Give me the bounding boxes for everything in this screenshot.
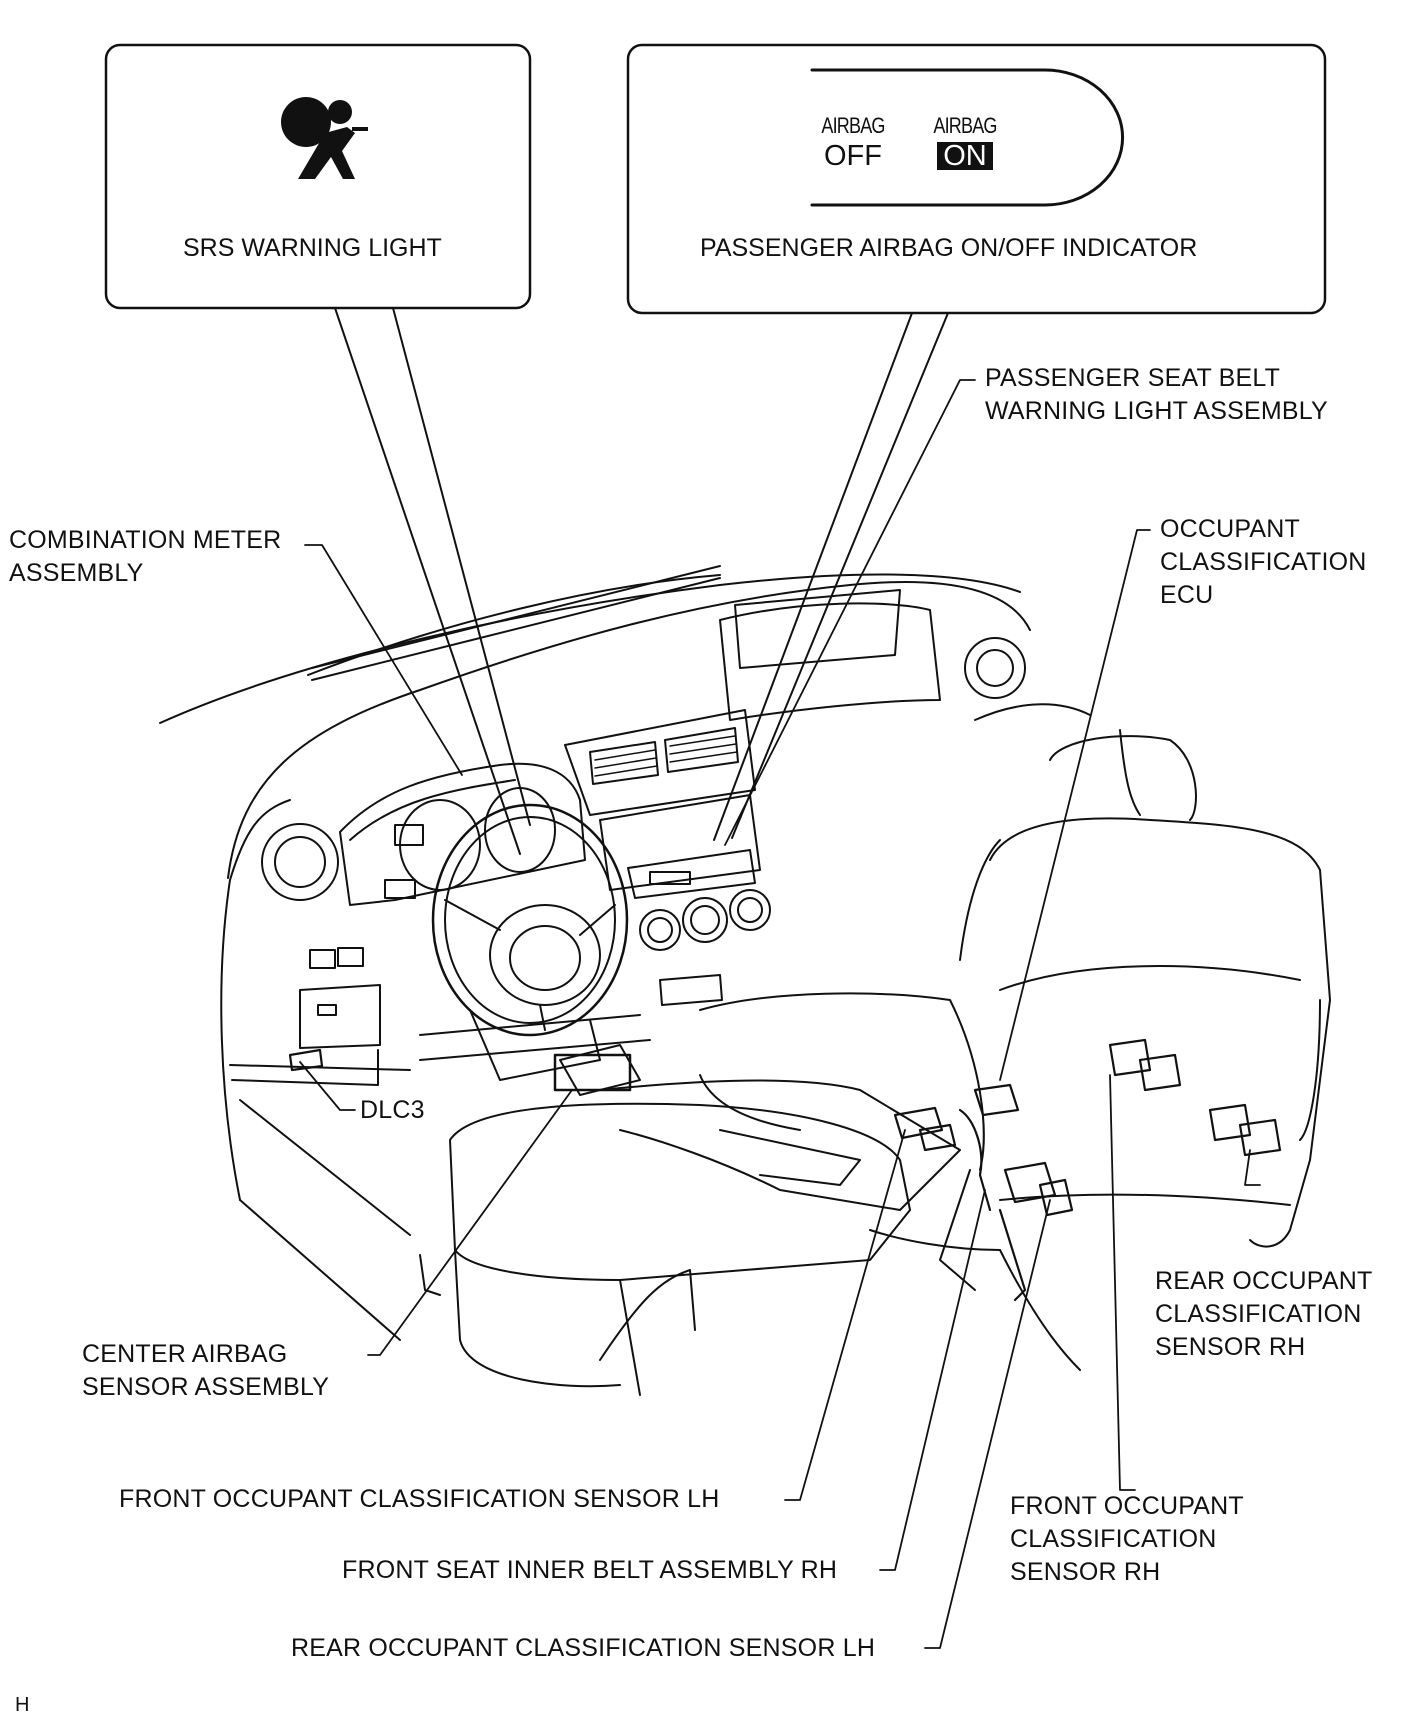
label-line: CENTER AIRBAG — [82, 1340, 288, 1368]
leader-lines — [299, 379, 1261, 1649]
srs-warning-light-title: SRS WARNING LIGHT — [183, 234, 442, 262]
label-line: CLASSIFICATION — [1010, 1525, 1217, 1553]
passenger-indicator-title: PASSENGER AIRBAG ON/OFF INDICATOR — [700, 234, 1198, 262]
dashboard-outline — [159, 565, 1091, 1341]
label-front-occupant-sensor-lh: FRONT OCCUPANT CLASSIFICATION SENSOR LH — [119, 1485, 720, 1513]
airbag-off-top: AIRBAG — [821, 113, 885, 138]
airbag-off-indicator: AIRBAG OFF — [808, 112, 898, 171]
srs-leader-left — [334, 307, 521, 855]
srs-callout-box — [104, 43, 532, 310]
label-line: PASSENGER SEAT BELT — [985, 364, 1281, 392]
srs-leader-right — [392, 307, 531, 826]
indicator-bezel — [810, 68, 1125, 207]
label-line: REAR OCCUPANT — [1155, 1267, 1373, 1295]
label-front-occupant-sensor-rh: FRONT OCCUPANT CLASSIFICATION SENSOR RH — [1010, 1490, 1244, 1589]
label-dlc3: DLC3 — [360, 1096, 425, 1124]
combination-meter-drawing — [339, 762, 586, 906]
label-line: SENSOR RH — [1010, 1558, 1161, 1586]
airbag-on-top: AIRBAG — [933, 113, 997, 138]
label-rear-occupant-sensor-lh: REAR OCCUPANT CLASSIFICATION SENSOR LH — [291, 1634, 876, 1662]
label-front-seat-inner-belt-rh: FRONT SEAT INNER BELT ASSEMBLY RH — [342, 1556, 838, 1584]
label-combination-meter: COMBINATION METER ASSEMBLY — [9, 524, 281, 590]
sensor-blocks — [288, 1038, 1282, 1302]
airbag-warning-icon — [281, 97, 368, 179]
airbag-on-bottom: ON — [937, 142, 993, 171]
label-center-airbag-sensor: CENTER AIRBAG SENSOR ASSEMBLY — [82, 1338, 329, 1404]
airbag-off-bottom: OFF — [824, 140, 882, 172]
label-line: CLASSIFICATION — [1155, 1300, 1362, 1328]
label-line: WARNING LIGHT ASSEMBLY — [985, 397, 1328, 425]
label-line: FRONT OCCUPANT — [1010, 1492, 1244, 1520]
label-line: COMBINATION METER — [9, 526, 282, 554]
label-line: ASSEMBLY — [9, 559, 144, 587]
label-line: SENSOR RH — [1155, 1333, 1306, 1361]
label-line: OCCUPANT — [1160, 515, 1301, 543]
label-line: ECU — [1160, 581, 1214, 609]
label-rear-occupant-sensor-rh: REAR OCCUPANT CLASSIFICATION SENSOR RH — [1155, 1265, 1372, 1364]
steering-wheel-drawing — [431, 803, 629, 1081]
front-seat-lh-drawing — [419, 992, 985, 1396]
figure-corner-mark: H — [15, 1694, 30, 1716]
passenger-indicator-callout-box — [626, 43, 1327, 315]
label-passenger-seat-belt-warning-light: PASSENGER SEAT BELT WARNING LIGHT ASSEMB… — [985, 362, 1328, 428]
center-console-drawing — [553, 1044, 961, 1211]
label-line: CLASSIFICATION — [1160, 548, 1367, 576]
label-occupant-classification-ecu: OCCUPANT CLASSIFICATION ECU — [1160, 513, 1367, 612]
airbag-on-indicator: AIRBAG ON — [920, 112, 1010, 171]
label-line: SENSOR ASSEMBLY — [82, 1373, 330, 1401]
